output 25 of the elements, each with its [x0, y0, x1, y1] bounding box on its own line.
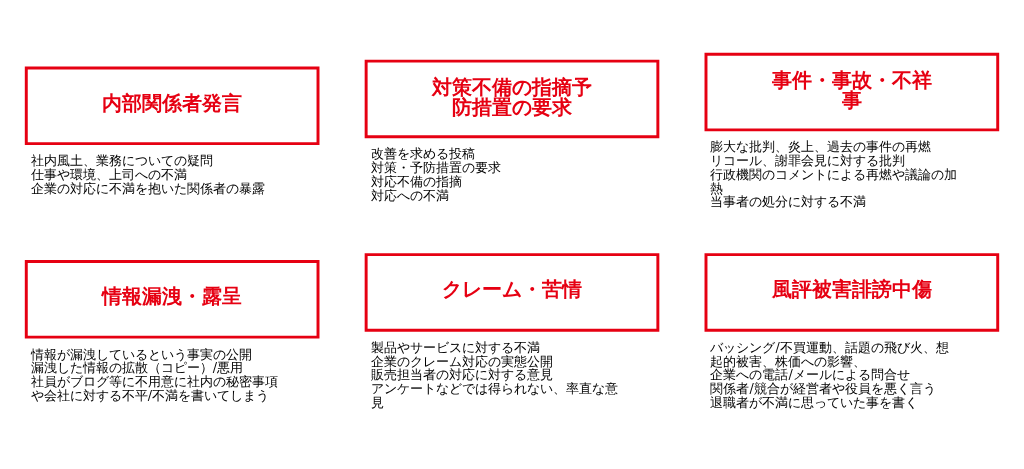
node-box: 事件・事故・不祥事: [704, 52, 1000, 132]
node-label: 膨大な批判、炎上、過去の事件の再燃: [710, 139, 932, 155]
node-label: 対応への不満: [370, 187, 449, 203]
node-box: 情報漏洩・露呈: [24, 260, 320, 339]
node-label: 情報が漏洩しているという事実の公開: [30, 346, 252, 362]
node-label: 当事者の処分に対する不満: [710, 194, 867, 210]
node-box: クレーム・苦情: [364, 253, 660, 332]
node-label: 関係者/競合が経営者や役員を悪く言う: [710, 381, 936, 397]
node-label: 販売担当者の対応に対する意見: [370, 367, 553, 383]
node-label: リコール、謝罪会見に対する批判: [710, 153, 906, 169]
node-label: 企業の対応に不満を抱いた関係者の暴露: [30, 180, 265, 196]
node-label: 企業への電話/メールによる問合せ: [710, 367, 910, 383]
node-label: 対策・予防措置の要求: [370, 160, 501, 176]
node-box: 対策不備の指摘予防措置の要求: [364, 59, 660, 139]
node-label: アンケートなどでは得られない、率直な意見: [370, 381, 618, 410]
node-label: 社内風土、業務についての疑問: [30, 153, 213, 169]
node-box: 内部関係者発言: [24, 66, 320, 146]
node-label: 対応不備の指摘: [370, 173, 462, 189]
node-box: 風評被害誹謗中傷: [704, 253, 1000, 332]
node-label: 漏洩した情報の拡散（コピー）/悪用: [30, 360, 243, 376]
node-label: 社員がブログ等に不用意に社内の秘密事項や会社に対する不平/不満を書いてしまう: [30, 374, 278, 403]
node-label: 仕事や環境、上司への不満: [30, 166, 187, 182]
node-label: バッシング/不買運動、話題の飛び火、想起的被害、株価への影響、: [710, 339, 949, 369]
node-label: 製品やサービスに対する不満: [370, 339, 540, 355]
node-label: 退職者が不満に思っていた事を書く: [710, 394, 919, 410]
